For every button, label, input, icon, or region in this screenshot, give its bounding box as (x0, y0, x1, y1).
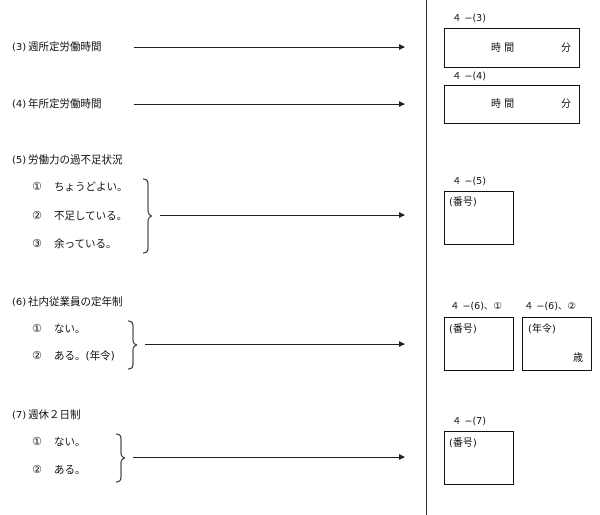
option-6-2: ② ある。(年令) (32, 350, 115, 362)
option-7-2: ② ある。 (32, 464, 86, 476)
arrow-7 (133, 454, 405, 460)
option-7-1-mark: ① (32, 435, 42, 448)
option-5-3: ③ 余っている。 (32, 238, 116, 250)
arrow-6 (145, 341, 405, 347)
labor-status-field[interactable]: (番号) (444, 191, 514, 245)
two-day-weekend-field[interactable]: (番号) (444, 431, 514, 485)
option-6-1-mark: ① (32, 322, 42, 335)
brace-5 (142, 178, 153, 254)
question-7-label: 週休２日制 (28, 409, 81, 421)
retirement-system-field[interactable]: (番号) (444, 317, 514, 371)
question-6-number: (6) (12, 297, 27, 308)
yearly-hours-minutes-unit: 分 (561, 99, 571, 110)
labor-status-number-label: (番号) (449, 197, 477, 208)
option-5-3-mark: ③ (32, 237, 42, 250)
option-5-1-text: ちょうどよい。 (54, 181, 128, 193)
retirement-age-field[interactable]: (年令) 歳 (522, 317, 592, 371)
option-6-2-text: ある。(年令) (54, 350, 115, 362)
yearly-hours-field[interactable]: 時 間 分 (444, 85, 580, 124)
box-6-2-label: ４ −(6)、② (524, 301, 576, 312)
box-7-label: ４ −(7) (452, 416, 486, 427)
vertical-divider (426, 0, 427, 515)
question-6: (6)社内従業員の定年制 (12, 297, 123, 308)
question-5-number: (5) (12, 155, 27, 166)
option-5-1: ① ちょうどよい。 (32, 181, 128, 193)
option-7-2-text: ある。 (54, 464, 86, 476)
box-6-1-label: ４ −(6)、① (450, 301, 502, 312)
arrow-4 (134, 101, 405, 107)
two-day-weekend-number-label: (番号) (449, 438, 477, 449)
brace-6 (127, 320, 138, 370)
box-4-label: ４ −(4) (452, 71, 486, 82)
arrow-5 (160, 212, 405, 218)
option-7-1-text: ない。 (54, 436, 86, 448)
question-3-label: 週所定労働時間 (28, 41, 102, 53)
retirement-age-unit: 歳 (573, 353, 583, 364)
box-3-label: ４ −(3) (452, 13, 486, 24)
option-7-2-mark: ② (32, 463, 42, 476)
option-5-2: ② 不足している。 (32, 210, 127, 222)
box-5-label: ４ −(5) (452, 176, 486, 187)
question-7-number: (7) (12, 410, 27, 421)
option-6-1: ① ない。 (32, 323, 86, 335)
retirement-system-number-label: (番号) (449, 324, 477, 335)
question-5: (5)労働力の過不足状況 (12, 155, 123, 166)
question-5-label: 労働力の過不足状況 (28, 154, 123, 166)
question-3-number: (3) (12, 42, 27, 53)
question-6-label: 社内従業員の定年制 (28, 296, 123, 308)
question-7: (7)週休２日制 (12, 410, 81, 421)
option-5-2-mark: ② (32, 209, 42, 222)
retirement-age-label: (年令) (528, 324, 556, 335)
question-4: (4)年所定労働時間 (12, 99, 102, 110)
option-7-1: ① ない。 (32, 436, 86, 448)
question-3: (3)週所定労働時間 (12, 42, 102, 53)
option-5-3-text: 余っている。 (54, 238, 117, 250)
option-6-2-mark: ② (32, 349, 42, 362)
weekly-hours-field[interactable]: 時 間 分 (444, 28, 580, 68)
weekly-hours-time-unit: 時 間 (491, 43, 515, 54)
option-5-1-mark: ① (32, 180, 42, 193)
option-6-1-text: ない。 (54, 323, 86, 335)
brace-7 (115, 433, 126, 483)
option-5-2-text: 不足している。 (54, 210, 128, 222)
weekly-hours-minutes-unit: 分 (561, 43, 571, 54)
arrow-3 (134, 44, 405, 50)
yearly-hours-time-unit: 時 間 (491, 99, 515, 110)
question-4-number: (4) (12, 99, 27, 110)
question-4-label: 年所定労働時間 (28, 98, 102, 110)
